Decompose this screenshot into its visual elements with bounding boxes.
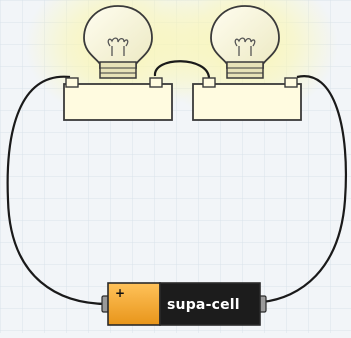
light-bulb-icon[interactable] xyxy=(210,5,280,79)
battery-plus-sign: + xyxy=(115,286,125,300)
battery-body xyxy=(159,282,261,326)
battery-positive-end xyxy=(107,282,161,326)
wire-middle[interactable] xyxy=(153,60,211,79)
battery-icon[interactable]: + supa-cell xyxy=(101,282,267,326)
bulb-holder-right[interactable] xyxy=(192,77,302,121)
battery-label: supa-cell xyxy=(167,297,240,313)
light-bulb-icon[interactable] xyxy=(83,5,153,79)
wire-left[interactable] xyxy=(6,75,109,306)
wire-right[interactable] xyxy=(261,75,348,304)
bulb-holder-left[interactable] xyxy=(63,77,173,121)
